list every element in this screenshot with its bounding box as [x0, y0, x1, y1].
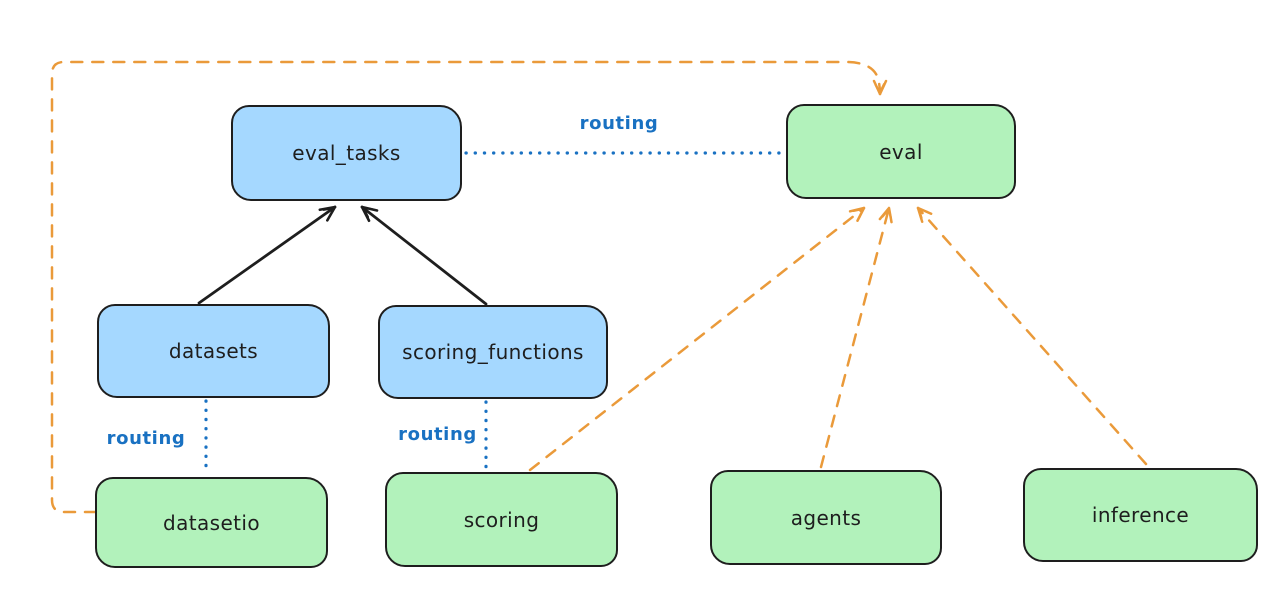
routing-label-scoring-functions-to-scoring: routing — [398, 424, 477, 445]
node-datasetio-label: datasetio — [162, 510, 260, 535]
node-datasetio: datasetio — [95, 477, 328, 568]
node-datasets: datasets — [97, 304, 330, 398]
node-agents-label: agents — [790, 505, 862, 530]
node-inference-label: inference — [1091, 503, 1190, 527]
node-scoring-functions: scoring_functions — [378, 305, 608, 399]
node-scoring-label: scoring — [463, 507, 540, 532]
routing-label-datasets-to-datasetio: routing — [106, 428, 186, 449]
node-eval: eval — [786, 104, 1016, 199]
node-eval-tasks: eval_tasks — [231, 105, 462, 201]
routing-label-eval-tasks-to-eval: routing — [579, 113, 659, 134]
edge-scoring-to-eval-dashed — [528, 206, 866, 472]
edge-datasets-to-eval-tasks-arrow — [197, 205, 337, 305]
node-agents: agents — [710, 470, 942, 565]
node-eval-tasks-label: eval_tasks — [292, 141, 401, 165]
node-datasets-label: datasets — [168, 339, 259, 363]
node-eval-label: eval — [879, 139, 923, 164]
edge-inference-to-eval-dashed — [916, 206, 1148, 466]
node-scoring: scoring — [385, 472, 618, 567]
edge-scoring-functions-to-eval-tasks-arrow — [360, 205, 488, 306]
edge-datasetio-to-eval-dashed — [50, 60, 888, 514]
node-scoring-functions-label: scoring_functions — [402, 340, 584, 364]
edge-agents-to-eval-dashed — [819, 206, 893, 469]
node-inference: inference — [1023, 468, 1258, 562]
